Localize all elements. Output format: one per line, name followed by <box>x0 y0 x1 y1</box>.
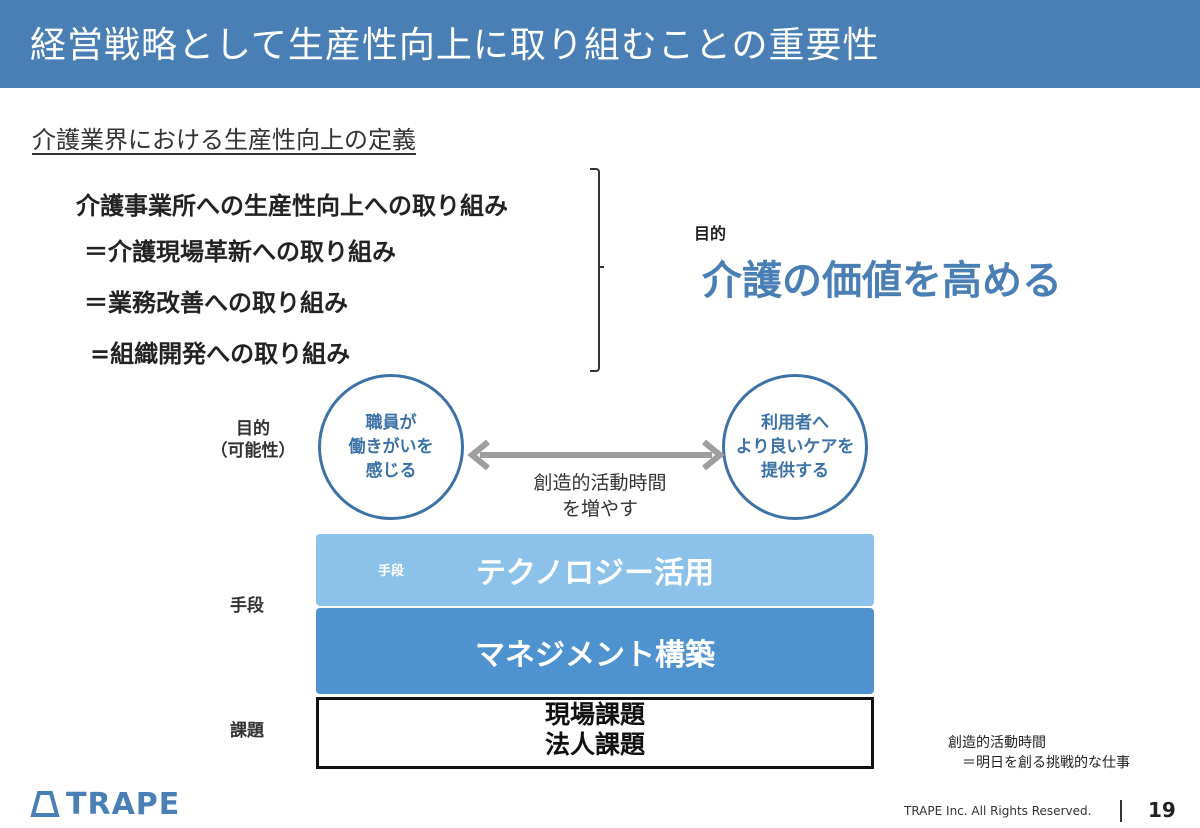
technology-bar-label: テクノロジー活用 <box>475 556 715 591</box>
technology-bar <box>316 534 874 606</box>
note-line-2: ＝明日を創る挑戦的な仕事 <box>962 755 1130 771</box>
double-arrow-icon <box>467 439 725 471</box>
side-label-issue: 課題 <box>230 721 264 741</box>
management-bar <box>316 608 874 694</box>
note-line-1: 創造的活動時間 <box>948 735 1046 751</box>
side-label-purpose: 目的 （可能性） <box>210 418 296 462</box>
page-number: 19 <box>1148 798 1176 822</box>
title-bar <box>0 0 1200 88</box>
trape-logo: TRAPE <box>30 786 181 822</box>
arrow-caption-line-1: 創造的活動時間 <box>533 472 667 494</box>
side-label-means: 手段 <box>230 596 264 616</box>
logo-text: TRAPE <box>66 786 181 822</box>
arrow-caption: 創造的活動時間 を増やす <box>500 470 700 522</box>
issue-line-2: 法人課題 <box>544 730 645 759</box>
circle-left-line-1: 職員が <box>365 413 417 433</box>
issues-box <box>316 697 874 769</box>
purpose-label: 目的 <box>694 224 727 243</box>
slide-title: 経営戦略として生産性向上に取り組むことの重要性 <box>30 25 880 66</box>
circle-right-line-3: 提供する <box>761 461 829 481</box>
technology-bar-tag: 手段 <box>378 564 405 579</box>
side-label-purpose-line-1: 目的 <box>236 419 270 439</box>
section-subtitle: 介護業界における生産性向上の定義 <box>32 126 416 154</box>
management-bar-label: マネジメント構築 <box>475 638 715 673</box>
issue-line-1: 現場課題 <box>544 700 645 729</box>
logo-mark-icon <box>30 791 60 817</box>
copyright-text: TRAPE Inc. All Rights Reserved. <box>904 804 1092 818</box>
circle-right-line-2: より良いケアを <box>735 437 855 457</box>
footer-divider <box>1120 800 1122 822</box>
better-care-circle: 利用者へ より良いケアを 提供する <box>722 374 868 520</box>
right-bracket <box>590 168 600 372</box>
arrow-caption-line-2: を増やす <box>561 498 638 520</box>
definition-line-2: ＝介護現場革新への取り組み <box>84 238 396 266</box>
staff-fulfillment-circle: 職員が 働きがいを 感じる <box>318 374 464 520</box>
side-label-purpose-line-2: （可能性） <box>210 441 296 461</box>
circle-left-line-2: 働きがいを <box>348 437 434 457</box>
circle-right-line-1: 利用者へ <box>761 413 829 433</box>
circle-left-line-3: 感じる <box>365 461 417 481</box>
definition-line-1: 介護事業所への生産性向上への取り組み <box>76 192 508 220</box>
bracket-tip <box>598 266 604 268</box>
definition-line-4: =組織開発への取り組み <box>90 340 351 368</box>
definition-line-3: ＝業務改善への取り組み <box>84 289 348 317</box>
purpose-statement: 介護の価値を高める <box>702 258 1062 304</box>
